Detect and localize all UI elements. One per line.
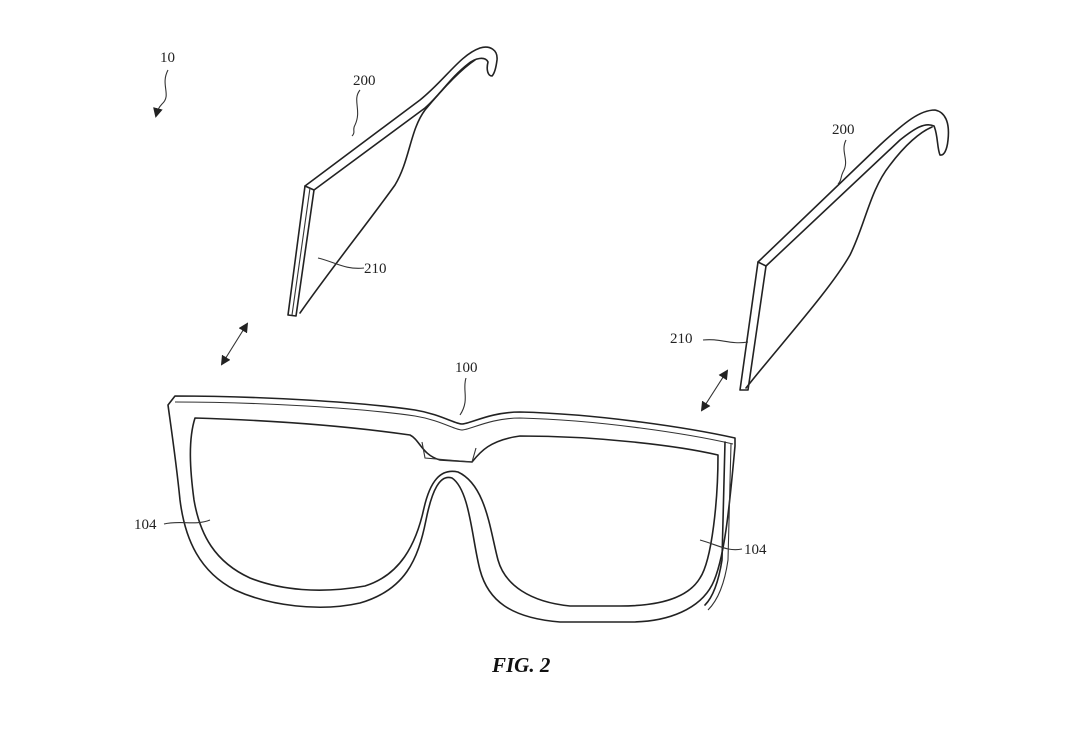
label-lens-right: 104 [744, 542, 767, 558]
frame [167, 395, 736, 623]
temple-left [287, 46, 498, 317]
label-connector-left: 210 [364, 261, 387, 277]
label-temple-left: 200 [353, 73, 376, 89]
label-device: 10 [160, 50, 175, 66]
label-connector-right: 210 [670, 331, 693, 347]
attach-arrow-right-icon [700, 369, 729, 412]
figure-caption: FIG. 2 [491, 653, 551, 677]
temple-right [739, 109, 950, 391]
label-frame: 100 [455, 360, 478, 376]
reference-arrow-icon [153, 69, 169, 118]
label-lens-left: 104 [134, 517, 157, 533]
label-temple-right: 200 [832, 122, 855, 138]
attach-arrow-left-icon [220, 322, 249, 366]
